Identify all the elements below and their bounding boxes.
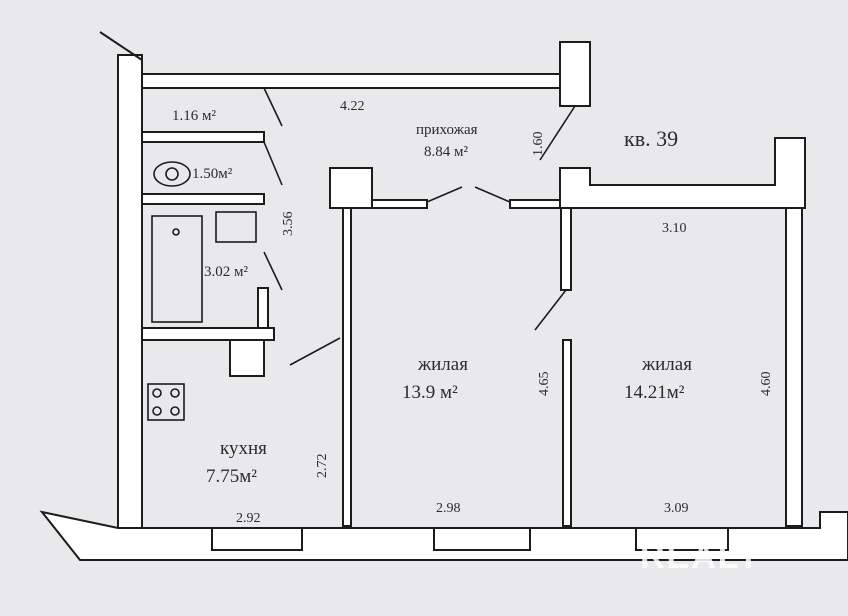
living2-area: 14.21м² xyxy=(624,382,685,403)
living1-area: 13.9 м² xyxy=(402,382,458,403)
dim-room2-bottom: 3.09 xyxy=(664,501,689,516)
dim-kitchen-side: 2.72 xyxy=(315,454,330,479)
door-wc xyxy=(263,141,283,186)
door-living1-b xyxy=(474,186,511,203)
partition-living-bottom xyxy=(562,339,572,527)
hall-area: 8.84 м² xyxy=(424,144,468,160)
living1-name: жилая xyxy=(417,354,468,375)
dim-hall-side: 1.60 xyxy=(531,132,546,157)
toilet-area: 1.16 м² xyxy=(172,108,216,124)
sink-icon xyxy=(215,211,257,243)
right-top-wall xyxy=(559,137,806,209)
dim-room1-side: 4.65 xyxy=(537,372,552,397)
door-kitchen xyxy=(289,337,341,366)
door-living2 xyxy=(534,289,567,331)
bath-area: 3.02 м² xyxy=(204,264,248,280)
stove-icon xyxy=(147,383,185,421)
dim-room2-side: 4.60 xyxy=(759,372,774,397)
realt-watermark: REALT xyxy=(640,538,761,576)
bathtub-icon xyxy=(151,215,203,323)
apartment-label: кв. 39 xyxy=(624,126,678,151)
living2-name: жилая xyxy=(641,354,692,375)
top-wall xyxy=(141,73,561,89)
vent-shaft-middle xyxy=(329,167,373,209)
door-bath xyxy=(263,251,283,291)
left-exterior-wall xyxy=(117,54,143,529)
right-exterior-wall xyxy=(785,207,803,527)
dim-kitchen-bottom: 2.92 xyxy=(236,511,261,526)
dim-room2-top: 3.10 xyxy=(662,221,687,236)
door-entry xyxy=(539,105,576,161)
kitchen-area: 7.75м² xyxy=(206,466,257,487)
window-kitchen xyxy=(211,527,303,551)
window-living2 xyxy=(635,527,729,551)
hall-wall-left xyxy=(371,199,428,209)
dim-hall-top: 4.22 xyxy=(340,99,365,114)
hall-name: прихожая xyxy=(416,122,478,138)
toilet-fixture xyxy=(153,161,191,187)
dim-bath-side: 3.56 xyxy=(281,212,296,237)
partition-living-top xyxy=(560,207,572,291)
kitchen-name: кухня xyxy=(220,438,267,459)
window-living1 xyxy=(433,527,531,551)
dim-room1-bottom: 2.98 xyxy=(436,501,461,516)
door-toilet xyxy=(263,87,283,127)
wc-area: 1.50м² xyxy=(192,166,233,182)
vent-shaft-top xyxy=(559,41,591,107)
partition-kitchen xyxy=(342,207,352,527)
door-living1-a xyxy=(426,186,463,203)
hall-wall-right xyxy=(509,199,561,209)
